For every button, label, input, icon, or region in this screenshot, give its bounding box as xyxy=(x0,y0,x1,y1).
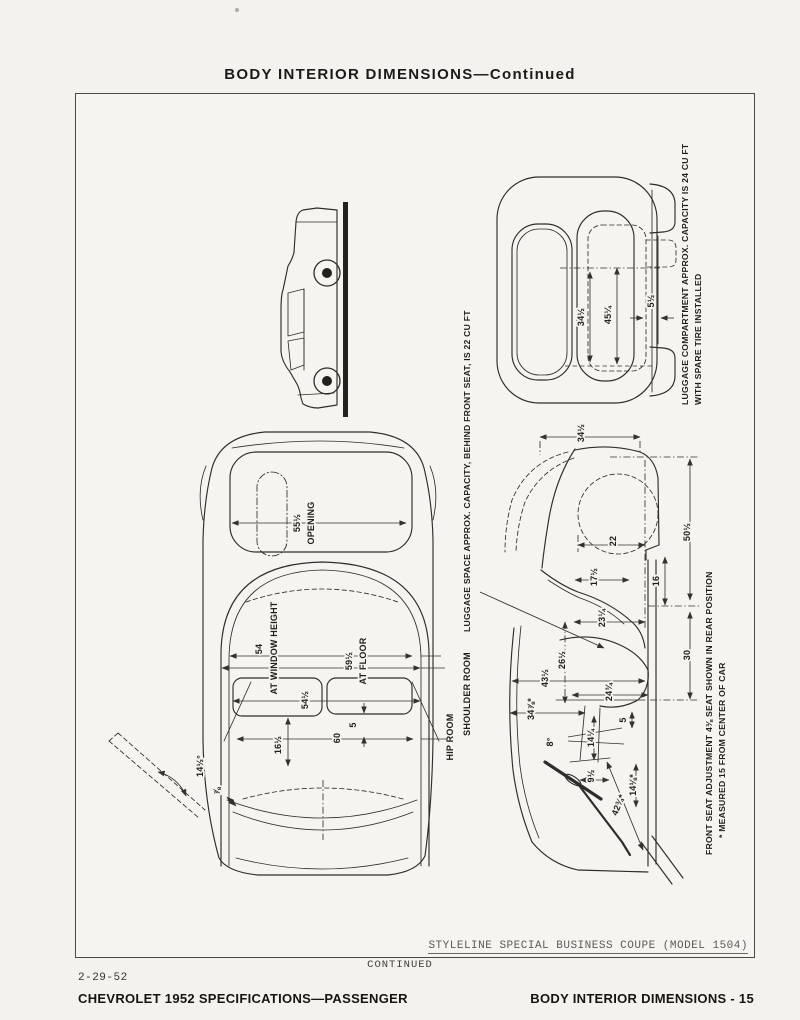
dim-22: 22 xyxy=(608,536,618,546)
spare-tire-plan xyxy=(256,471,288,557)
body-outline xyxy=(202,431,434,876)
label-shoulder-room: SHOULDER ROOM xyxy=(462,652,472,736)
front-seat-profile xyxy=(540,569,649,763)
dim-5: 5 xyxy=(618,717,628,722)
front-seat-left xyxy=(232,677,323,717)
footer-right: BODY INTERIOR DIMENSIONS - 15 xyxy=(530,991,754,1006)
trunk-lid xyxy=(576,210,635,382)
front-wheel xyxy=(313,259,341,287)
luggage-space-note: LUGGAGE SPACE APPROX. CAPACITY, BEHIND F… xyxy=(462,310,472,632)
dim-hip-room: 60 xyxy=(332,733,342,743)
label-opening: OPENING xyxy=(306,502,316,545)
dim-door-open-angle: 14½° xyxy=(195,755,205,777)
rear-wheel xyxy=(313,367,341,395)
dim-seat-angle: 8° xyxy=(545,737,555,746)
dim-23: 23¼ xyxy=(597,608,607,627)
dim-17: 17½ xyxy=(589,568,599,586)
dim-16: 16 xyxy=(651,576,661,586)
page-title: BODY INTERIOR DIMENSIONS—Continued xyxy=(224,66,576,83)
luggage-compartment-note-1: LUGGAGE COMPARTMENT APPROX. CAPACITY IS … xyxy=(680,143,690,405)
dim-26: 26½ xyxy=(557,651,567,669)
dim-30: 30 xyxy=(682,650,692,660)
dim-spare-offset: 5½ xyxy=(646,294,656,307)
dim-width-at-floor: 59½ xyxy=(344,652,354,670)
dim-seat-gap: 5 xyxy=(348,722,358,727)
dim-leg-room: 43½ xyxy=(540,669,550,687)
side-view-drawing: 34½ 50½ 22 17½ 16 23¼ 26½ 43½ 24¾ 34⅞* 8… xyxy=(460,308,727,885)
door-sill xyxy=(647,559,657,867)
rear-window-slope xyxy=(541,448,576,569)
open-door xyxy=(108,732,206,819)
footer-left: CHEVROLET 1952 SPECIFICATIONS—PASSENGER xyxy=(78,991,408,1006)
dim-trunk-width: 34½ xyxy=(576,308,586,326)
dim-deck-length: 34½ xyxy=(576,424,586,442)
trunk-opening xyxy=(229,451,413,553)
dim-opening-width: 55½ xyxy=(292,514,302,532)
windshield-cowl xyxy=(509,627,649,873)
dim-compartment-height: 50½ xyxy=(682,523,692,541)
rear-fender-lower xyxy=(649,346,676,397)
model-caption: STYLELINE SPECIAL BUSINESS COUPE (MODEL … xyxy=(428,940,748,954)
front-seat-right xyxy=(326,677,413,715)
dim-9: 9½ xyxy=(586,769,596,782)
rear-fender-upper xyxy=(649,183,676,234)
small-car-silhouette xyxy=(280,202,348,417)
rear-window-plan xyxy=(245,588,399,603)
dim-seat-depth: 16½ xyxy=(273,736,283,754)
plan-view-drawing: 55½ OPENING 54 AT WINDOW HEIGHT 59½ AT F… xyxy=(108,431,472,876)
date-code: 2-29-52 xyxy=(78,972,128,984)
greenhouse-outline xyxy=(220,561,430,867)
measured-note: * MEASURED 15 FROM CENTER OF CAR xyxy=(717,662,727,838)
label-at-floor: AT FLOOR xyxy=(358,637,368,684)
seat-adjustment-note: FRONT SEAT ADJUSTMENT 4⅜ SEAT SHOWN IN R… xyxy=(704,571,714,855)
continued-label: CONTINUED xyxy=(367,959,433,971)
rear-window xyxy=(511,223,573,381)
luggage-space-leader xyxy=(479,591,605,649)
windshield-plan xyxy=(242,787,404,800)
decklid-open xyxy=(504,451,575,553)
scan-artifact-dot xyxy=(235,8,239,12)
dim-14a: 14¼ xyxy=(586,728,596,747)
ground-line xyxy=(343,202,348,417)
dim-seat-width: 54½ xyxy=(300,691,310,709)
dim-door-edge: ⅞ xyxy=(212,787,222,795)
dim-24: 24¾ xyxy=(604,682,614,701)
luggage-compartment-note-2: WITH SPARE TIRE INSTALLED xyxy=(693,274,703,406)
dim-width-at-window: 54 xyxy=(254,644,264,654)
dim-trunk-width-inner: 45¼ xyxy=(603,305,613,324)
rear-view-drawing: 34½ 45¼ 5½ LUGGAGE COMPARTMENT APPROX. C… xyxy=(496,143,703,406)
spare-tire-well xyxy=(645,239,677,268)
label-hip-room: HIP ROOM xyxy=(445,714,455,761)
dim-14b: 14⅛* xyxy=(628,774,638,796)
label-at-window-height: AT WINDOW HEIGHT xyxy=(269,601,279,694)
dim-head-room: 34⅞* xyxy=(526,698,536,720)
spare-tire-side xyxy=(577,473,659,555)
